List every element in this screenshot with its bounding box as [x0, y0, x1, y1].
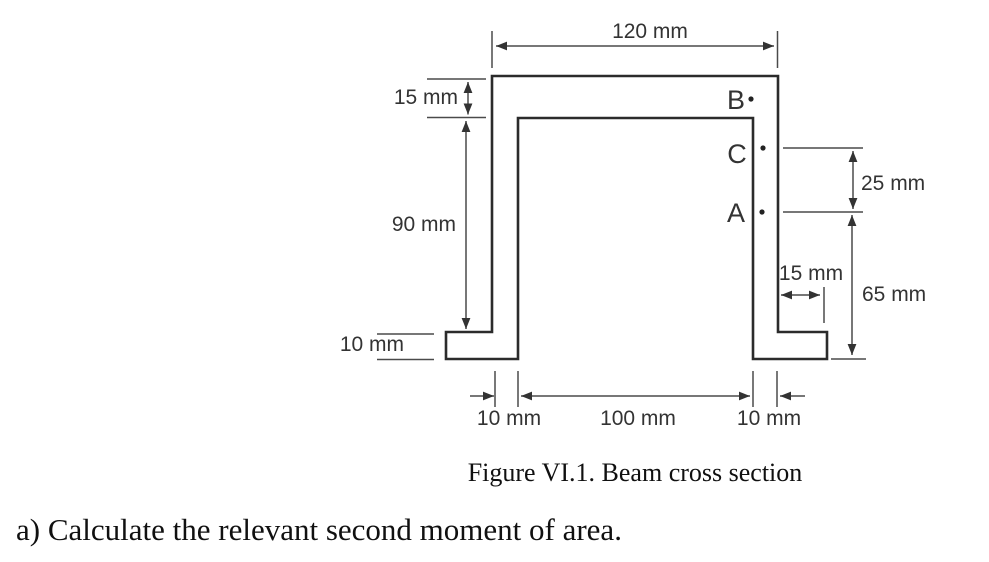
dim-a-to-base — [831, 215, 866, 360]
dim-a-to-base-label: 65 mm — [862, 283, 926, 306]
question-text: a) Calculate the relevant second moment … — [16, 512, 622, 547]
point-b-label: B — [727, 85, 745, 115]
dim-c-to-a — [783, 147, 863, 213]
dim-bottom-right-label: 10 mm — [737, 407, 801, 430]
dim-top-width — [491, 31, 779, 68]
dim-left-foot — [377, 333, 434, 361]
dim-c-to-a-label: 25 mm — [861, 172, 925, 195]
dim-top-width-label: 120 mm — [612, 20, 688, 43]
dim-left-foot-label: 10 mm — [340, 333, 404, 356]
dim-foot-extension-label: 15 mm — [779, 262, 843, 285]
beam-outline — [444, 74, 829, 361]
figure-caption: Figure VI.1. Beam cross section — [467, 458, 803, 487]
point-a-dot — [759, 209, 765, 215]
dim-bottom-left-label: 10 mm — [477, 407, 541, 430]
point-b-dot — [748, 96, 754, 102]
dim-top-flange-label: 15 mm — [394, 86, 458, 109]
point-a-label: A — [727, 198, 745, 228]
dim-bottom — [470, 371, 805, 407]
dim-foot-extension — [781, 287, 825, 323]
point-c-dot — [760, 145, 766, 151]
point-c-label: C — [727, 139, 747, 169]
dim-bottom-middle-label: 100 mm — [600, 407, 676, 430]
dim-top-flange — [427, 78, 486, 119]
dim-web-height-label: 90 mm — [392, 213, 456, 236]
